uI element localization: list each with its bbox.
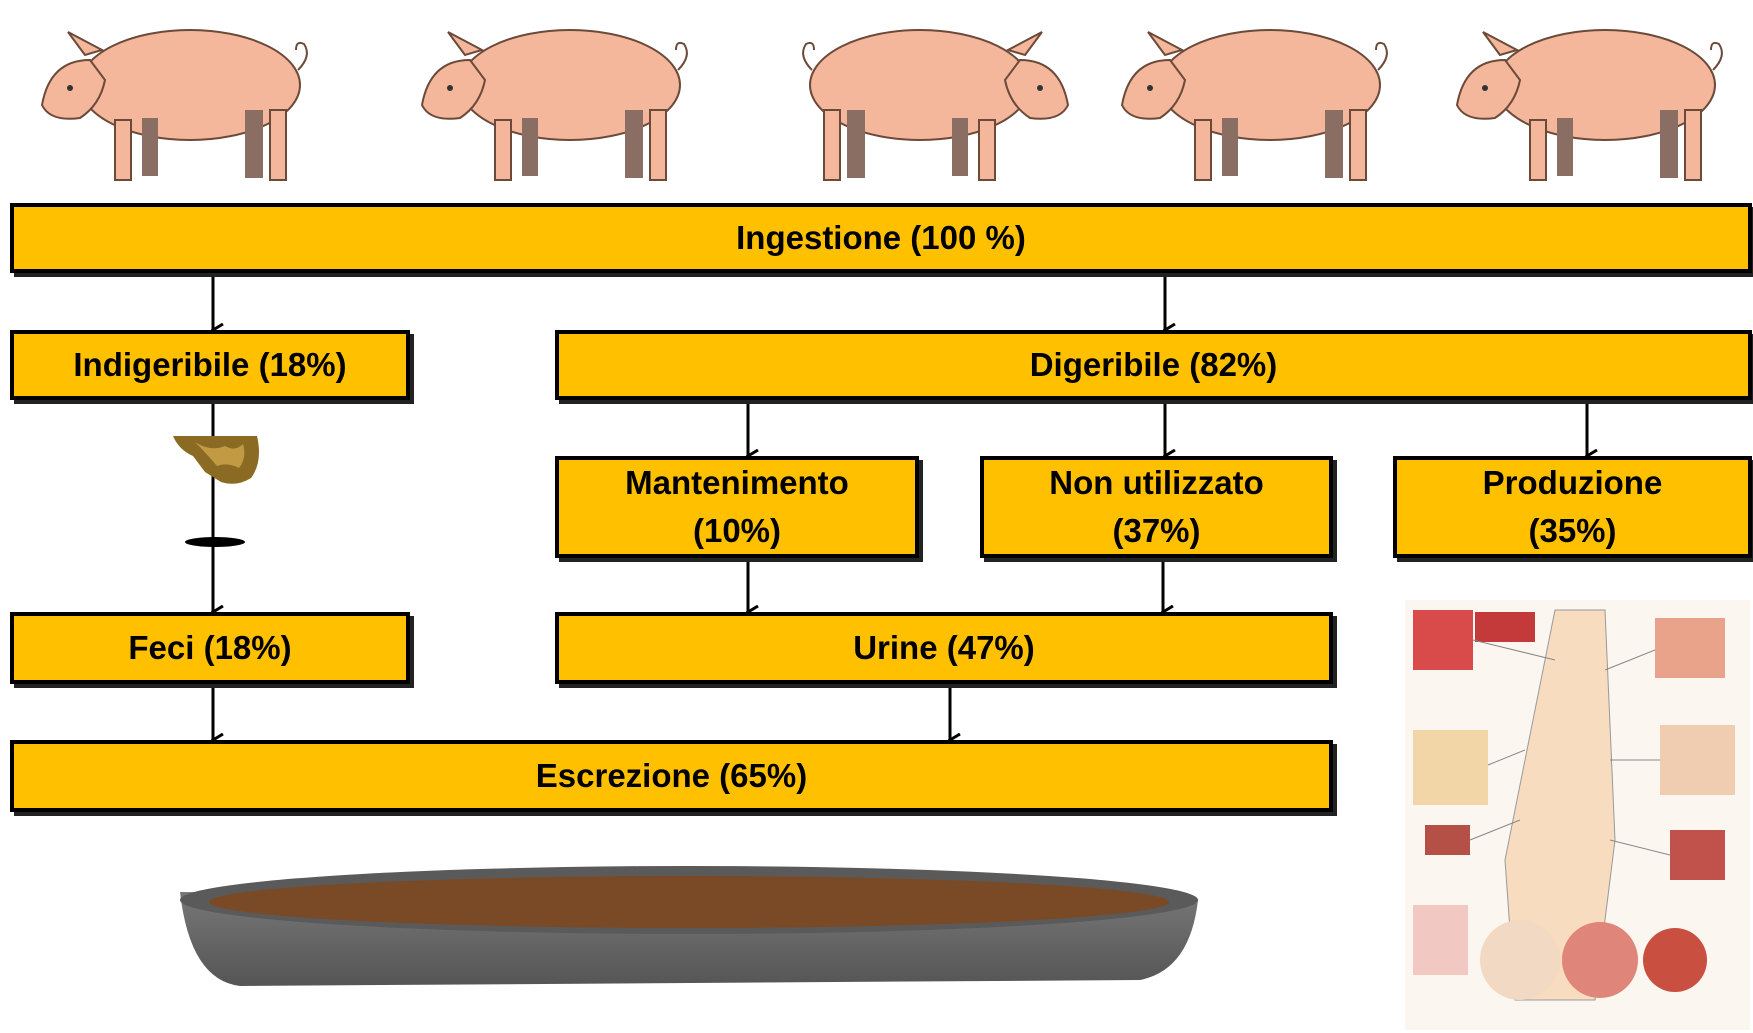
node-indigeribile-label: Indigeribile (18%) [73, 341, 346, 389]
node-ingestione: Ingestione (100 %) [10, 203, 1752, 273]
node-feci-label: Feci (18%) [128, 624, 291, 672]
node-indigeribile: Indigeribile (18%) [10, 330, 410, 400]
manure-tank-icon [180, 860, 1200, 1010]
node-feci: Feci (18%) [10, 612, 410, 684]
node-non-utilizzato-line2: (37%) [1112, 507, 1200, 555]
node-urine: Urine (47%) [555, 612, 1333, 684]
node-digeribile-label: Digeribile (82%) [1030, 341, 1278, 389]
node-produzione: Produzione (35%) [1393, 456, 1752, 558]
node-escrezione-label: Escrezione (65%) [536, 752, 807, 800]
node-escrezione: Escrezione (65%) [10, 740, 1333, 812]
feces-icon [165, 432, 265, 550]
node-urine-label: Urine (47%) [853, 624, 1035, 672]
node-non-utilizzato-line1: Non utilizzato [1049, 459, 1263, 507]
node-produzione-line2: (35%) [1528, 507, 1616, 555]
pork-cuts-chart-icon [1405, 600, 1750, 1030]
node-mantenimento-line2: (10%) [693, 507, 781, 555]
node-mantenimento-line1: Mantenimento [625, 459, 849, 507]
node-mantenimento: Mantenimento (10%) [555, 456, 919, 558]
node-produzione-line1: Produzione [1483, 459, 1663, 507]
node-digeribile: Digeribile (82%) [555, 330, 1752, 400]
node-non-utilizzato: Non utilizzato (37%) [980, 456, 1333, 558]
node-ingestione-label: Ingestione (100 %) [736, 214, 1026, 262]
